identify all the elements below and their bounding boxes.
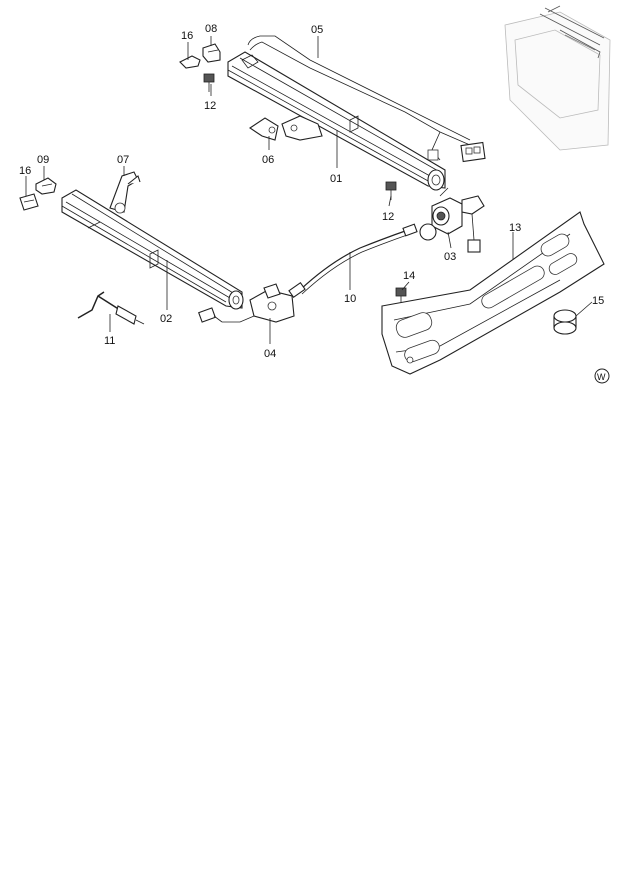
region-badge: W <box>594 368 610 384</box>
seat-base-frame[interactable] <box>381 211 605 375</box>
release-cable[interactable] <box>288 223 418 299</box>
lever-switch-assembly[interactable] <box>419 187 485 253</box>
cap-top[interactable] <box>179 55 201 69</box>
callout-03: 03 <box>444 251 456 263</box>
clip[interactable] <box>202 43 221 63</box>
seat-bracket[interactable] <box>249 115 323 141</box>
callout-04: 04 <box>264 348 276 360</box>
callout-11: 11 <box>104 335 115 347</box>
bracket-arm[interactable] <box>109 171 141 214</box>
rubber-plug[interactable] <box>553 309 577 335</box>
callout-12-mid: 12 <box>382 211 394 223</box>
bolt-mid[interactable] <box>385 181 397 200</box>
clip-left[interactable] <box>35 177 57 195</box>
badge-letter: W <box>597 372 606 382</box>
callout-08: 08 <box>205 23 217 35</box>
callout-05: 05 <box>311 24 323 36</box>
callout-16-left: 16 <box>19 165 31 177</box>
adjust-handle[interactable] <box>77 291 145 325</box>
latch-assembly[interactable] <box>198 283 295 323</box>
callout-02: 02 <box>160 313 172 325</box>
callout-labels: 08 16 12 05 01 06 07 09 16 12 03 13 14 1… <box>19 23 604 360</box>
seat-location-thumbnail <box>504 5 611 151</box>
leader-lines <box>25 36 593 344</box>
callout-10: 10 <box>344 293 356 305</box>
callout-16-top: 16 <box>181 30 193 42</box>
upper-seat-rail[interactable] <box>227 51 446 191</box>
callout-15: 15 <box>592 295 604 307</box>
callout-07: 07 <box>117 154 129 166</box>
bolt-top[interactable] <box>203 73 215 92</box>
callout-09: 09 <box>37 154 49 166</box>
callout-14: 14 <box>403 270 415 282</box>
callout-13: 13 <box>509 222 521 234</box>
callout-12-top: 12 <box>204 100 216 112</box>
callout-06: 06 <box>262 154 274 166</box>
lower-seat-rail[interactable] <box>61 189 244 310</box>
wire-harness[interactable] <box>247 35 486 163</box>
callout-01: 01 <box>330 173 342 185</box>
cap-left[interactable] <box>19 193 39 211</box>
